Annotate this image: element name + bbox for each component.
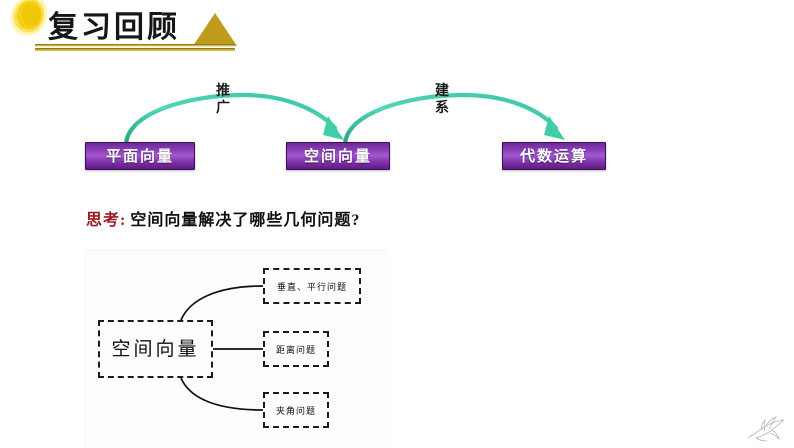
mindmap-leaf-angle[interactable]: 夹角问题 bbox=[263, 392, 329, 428]
sun-blob-icon bbox=[10, 0, 48, 36]
crane-watermark-icon bbox=[747, 416, 785, 442]
mindmap-leaf-perpendicular-parallel[interactable]: 垂直、平行问题 bbox=[263, 268, 361, 304]
flow-arrow-1 bbox=[123, 92, 344, 147]
mindmap-leaf-distance[interactable]: 距离问题 bbox=[263, 331, 329, 367]
flow-arrow-label-1-line2: 广 bbox=[216, 101, 230, 116]
page-title: 复习回顾 bbox=[48, 11, 180, 44]
question-line: 思考:空间向量解决了哪些几何问题? bbox=[86, 206, 360, 230]
mindmap-connectors-svg bbox=[180, 285, 264, 411]
title-triangle-icon bbox=[193, 13, 237, 46]
flow-diagram: 推 广 建 系 平面向量 空间向量 代数运算 bbox=[0, 70, 794, 190]
title-underline-rule bbox=[35, 44, 235, 51]
flow-box-algebraic-operation[interactable]: 代数运算 bbox=[502, 142, 606, 170]
flow-arrow-2 bbox=[342, 92, 565, 147]
mindmap-diagram: 空间向量 垂直、平行问题 距离问题 夹角问题 bbox=[85, 250, 386, 448]
question-body: 空间向量解决了哪些几何问题? bbox=[130, 212, 361, 229]
flow-arrow-label-1-line1: 推 bbox=[216, 84, 230, 99]
flow-arrows-svg bbox=[123, 92, 565, 147]
flow-arrow-label-1: 推 广 bbox=[215, 83, 231, 117]
flow-arrow-label-2: 建 系 bbox=[434, 83, 450, 117]
flow-box-space-vector[interactable]: 空间向量 bbox=[286, 142, 390, 170]
flow-box-plane-vector[interactable]: 平面向量 bbox=[85, 142, 195, 170]
slide-title-block: 复习回顾 bbox=[0, 0, 260, 60]
question-prefix: 思考: bbox=[86, 212, 127, 229]
mindmap-edge-bottom bbox=[180, 377, 264, 411]
mindmap-root-box[interactable]: 空间向量 bbox=[98, 320, 213, 378]
flow-arrow-label-2-line2: 系 bbox=[435, 101, 449, 116]
mindmap-edge-top bbox=[180, 285, 264, 321]
flow-arrow-label-2-line1: 建 bbox=[435, 84, 449, 99]
